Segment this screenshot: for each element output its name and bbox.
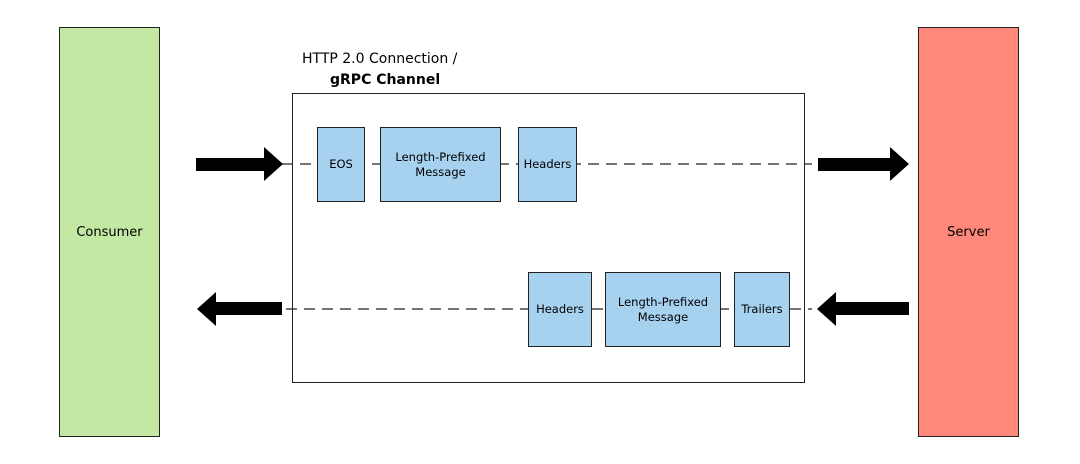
request-frame-message: Length-Prefixed Message	[380, 127, 501, 202]
grpc-channel-box	[292, 93, 805, 383]
server-label: Server	[947, 224, 990, 240]
server-box: Server	[918, 27, 1019, 437]
request-frame-headers: Headers	[518, 127, 577, 202]
frame-label: Headers	[536, 302, 584, 317]
consumer-box: Consumer	[59, 27, 160, 437]
request-frame-eos: EOS	[317, 127, 365, 202]
frame-label: Length-Prefixed Message	[395, 149, 486, 179]
frame-label: EOS	[329, 157, 353, 172]
frame-label: Length-Prefixed Message	[617, 294, 709, 324]
consumer-label: Consumer	[76, 224, 143, 240]
response-frame-message: Length-Prefixed Message	[605, 272, 721, 347]
frame-label: Headers	[523, 157, 572, 172]
channel-title-line2: gRPC Channel	[330, 72, 441, 88]
request-in-arrow-icon	[196, 147, 283, 181]
response-frame-headers: Headers	[528, 272, 592, 347]
response-out-arrow-icon	[197, 292, 282, 326]
request-out-arrow-icon	[818, 147, 909, 181]
response-frame-trailers: Trailers	[734, 272, 790, 347]
frame-label: Trailers	[741, 302, 783, 317]
response-in-arrow-icon	[817, 292, 909, 326]
channel-title-line1: HTTP 2.0 Connection /	[302, 51, 458, 67]
